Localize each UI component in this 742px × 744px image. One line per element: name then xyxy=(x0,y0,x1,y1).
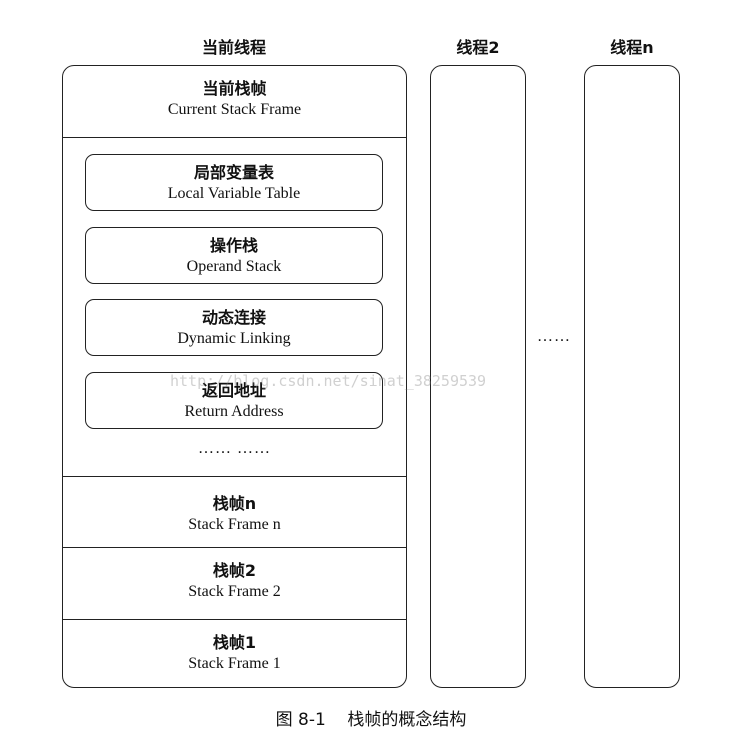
stack-frame-1: 栈帧1 Stack Frame 1 xyxy=(63,619,406,687)
return-address-en: Return Address xyxy=(184,403,284,420)
between-threads-ellipsis: …… xyxy=(537,328,571,345)
stack-frame-n-zh: 栈帧n xyxy=(212,494,257,513)
stack-frame-n-en: Stack Frame n xyxy=(188,516,281,533)
local-variable-table-en: Local Variable Table xyxy=(167,185,301,202)
dynamic-linking-en: Dynamic Linking xyxy=(177,330,291,347)
return-address-zh: 返回地址 xyxy=(201,381,266,400)
stack-frame-2-zh: 栈帧2 xyxy=(212,561,257,580)
local-variable-table-box: 局部变量表 Local Variable Table xyxy=(85,154,383,211)
thread-n-title: 线程n xyxy=(610,38,654,57)
current-stack-frame-zh: 当前栈帧 xyxy=(202,79,267,98)
dynamic-linking-box: 动态连接 Dynamic Linking xyxy=(85,299,383,356)
current-stack-frame-en: Current Stack Frame xyxy=(167,101,302,118)
stack-frame-1-zh: 栈帧1 xyxy=(212,633,257,652)
stack-frame-n: 栈帧n Stack Frame n xyxy=(63,476,406,547)
current-frame-contents: 局部变量表 Local Variable Table 操作栈 Operand S… xyxy=(63,137,406,476)
current-thread-column: 当前栈帧 Current Stack Frame 局部变量表 Local Var… xyxy=(62,65,407,688)
stack-frame-1-en: Stack Frame 1 xyxy=(188,655,281,672)
operand-stack-box: 操作栈 Operand Stack xyxy=(85,227,383,284)
dynamic-linking-zh: 动态连接 xyxy=(201,308,266,327)
current-stack-frame: 当前栈帧 Current Stack Frame xyxy=(63,66,406,137)
frame-parts-ellipsis: …… …… xyxy=(198,440,271,457)
operand-stack-en: Operand Stack xyxy=(186,258,282,275)
stack-frame-2-en: Stack Frame 2 xyxy=(188,583,281,600)
operand-stack-zh: 操作栈 xyxy=(209,236,258,255)
figure-caption: 图 8-1 栈帧的概念结构 xyxy=(275,710,467,730)
stack-frame-2: 栈帧2 Stack Frame 2 xyxy=(63,547,406,619)
local-variable-table-zh: 局部变量表 xyxy=(193,163,274,182)
thread-n-column xyxy=(584,65,680,688)
thread-2-column xyxy=(430,65,526,688)
current-thread-title: 当前线程 xyxy=(201,38,266,57)
thread-2-title: 线程2 xyxy=(456,38,500,57)
watermark: http://blog.csdn.net/sinat_38259539 xyxy=(170,372,487,390)
return-address-box: 返回地址 Return Address xyxy=(85,372,383,429)
